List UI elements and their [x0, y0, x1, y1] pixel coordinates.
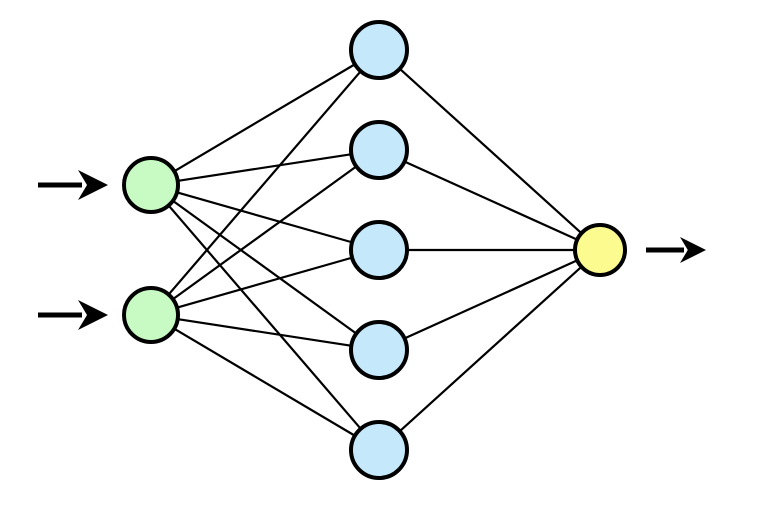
edge-h1-to-o1 [397, 66, 584, 236]
edge-i2-to-h1 [166, 68, 363, 297]
edge-i1-to-h2 [175, 152, 354, 183]
node-hidden-3[interactable] [349, 220, 409, 280]
node-output-1[interactable] [573, 223, 627, 277]
edge-i2-to-h3 [174, 256, 355, 310]
node-input-2[interactable] [122, 286, 180, 344]
nodes-group [122, 20, 627, 480]
edge-i2-to-h2 [170, 164, 359, 302]
edge-i2-to-h5 [171, 326, 358, 438]
node-hidden-4[interactable] [349, 320, 409, 380]
output-arrow [646, 237, 706, 263]
edge-h4-to-o1 [402, 258, 580, 341]
node-hidden-1[interactable] [349, 20, 409, 80]
node-input-1[interactable] [122, 156, 180, 214]
edge-h5-to-o1 [397, 264, 584, 434]
input-arrow-bottom [38, 300, 108, 330]
output-arrow-head [680, 237, 706, 263]
io-arrows-group [38, 170, 706, 330]
edge-h2-to-o1 [402, 159, 580, 242]
edges-group [166, 62, 584, 438]
node-hidden-5[interactable] [349, 420, 409, 480]
edge-i2-to-h4 [175, 317, 354, 348]
edge-i1-to-h5 [166, 203, 363, 432]
input-arrow-bottom-head [78, 300, 108, 330]
edge-i1-to-h3 [174, 190, 355, 244]
input-arrow-top-head [78, 170, 108, 200]
node-hidden-2[interactable] [349, 120, 409, 180]
edge-i1-to-h1 [171, 62, 358, 174]
edge-i1-to-h4 [170, 198, 359, 336]
input-arrow-top [38, 170, 108, 200]
